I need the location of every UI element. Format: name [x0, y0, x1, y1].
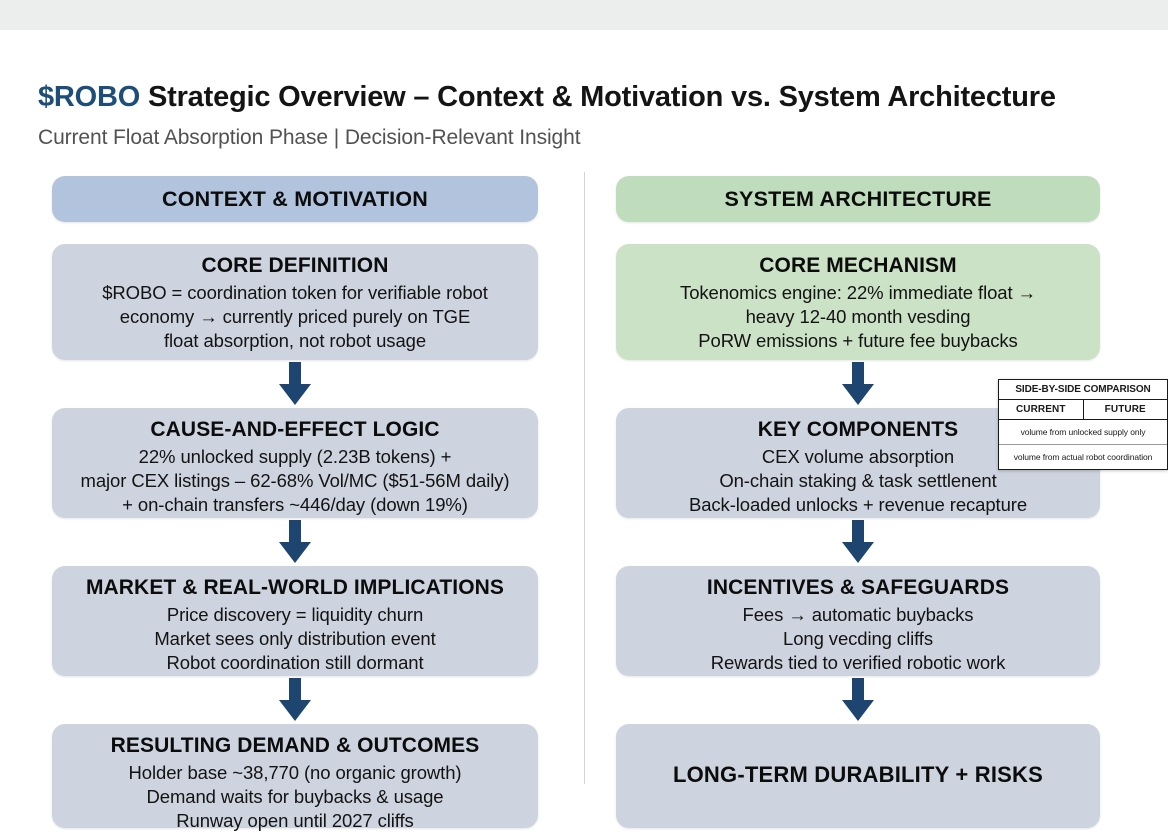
down-arrow-icon	[279, 520, 311, 563]
box-line: Holder base ~38,770 (no organic growth)	[128, 761, 462, 783]
box-line: 22% unlocked supply (2.23B tokens) +	[138, 445, 452, 467]
box-line: CEX volume absorption	[761, 445, 955, 467]
box-resulting-demand: RESULTING DEMAND & OUTCOMES Holder base …	[52, 724, 538, 831]
box-line: Fees → automatic buybacks	[742, 603, 974, 625]
box-line: $ROBO = coordination token for verifiabl…	[102, 281, 488, 303]
box-line: economy → currently priced purely on TGE	[119, 305, 471, 327]
box-title: CORE MECHANISM	[759, 254, 957, 277]
box-line: major CEX listings – 62-68% Vol/MC ($51-…	[80, 469, 510, 491]
comparison-table-header-row: CURRENT FUTURE	[999, 400, 1167, 420]
right-column: SYSTEM ARCHITECTURE CORE MECHANISM Token…	[616, 176, 1100, 828]
right-column-header: SYSTEM ARCHITECTURE	[616, 176, 1100, 222]
box-line: On-chain staking & task settlenent	[719, 469, 997, 491]
arrow-connector	[616, 676, 1100, 724]
column-divider	[584, 172, 585, 784]
side-by-side-comparison-table: SIDE-BY-SIDE COMPARISON CURRENT FUTURE v…	[998, 379, 1168, 470]
box-title: LONG-TERM DURABILITY + RISKS	[672, 762, 1044, 787]
arrow-connector	[52, 518, 538, 566]
down-arrow-icon	[842, 362, 874, 405]
box-title: KEY COMPONENTS	[757, 418, 959, 441]
box-line: Long vecding cliffs	[783, 627, 933, 649]
box-line: float absorption, not robot usage	[163, 329, 427, 351]
box-line: Runway open until 2027 cliffs	[176, 809, 414, 831]
box-lines: Tokenomics engine: 22% immediate float →…	[626, 281, 1090, 353]
spacer	[616, 222, 1100, 244]
down-arrow-icon	[842, 678, 874, 721]
box-line: + on-chain transfers ~446/day (down 19%)	[122, 493, 468, 515]
box-line: Back-loaded unlocks + revenue recapture	[688, 493, 1028, 515]
box-line: Price discovery = liquidity churn	[166, 603, 424, 625]
box-title: CAUSE-AND-EFFECT LOGIC	[150, 418, 440, 441]
spacer	[52, 222, 538, 244]
box-lines: CEX volume absorption On-chain staking &…	[626, 445, 1090, 517]
arrow-connector	[52, 676, 538, 724]
box-long-term-durability: LONG-TERM DURABILITY + RISKS	[616, 724, 1100, 828]
brand-token-label: $ROBO	[38, 81, 141, 113]
down-arrow-icon	[279, 362, 311, 405]
box-line: Market sees only distribution event	[154, 627, 436, 649]
box-lines: Price discovery = liquidity churn Market…	[62, 603, 528, 675]
box-line: Demand waits for buybacks & usage	[146, 785, 444, 807]
title-block: $ROBO Strategic Overview – Context & Mot…	[38, 80, 1148, 150]
comparison-row: volume from actual robot coordination	[1013, 452, 1153, 462]
box-incentives-safeguards: INCENTIVES & SAFEGUARDS Fees → automatic…	[616, 566, 1100, 676]
page-title-rest: Strategic Overview – Context & Motivatio…	[140, 81, 1056, 113]
down-arrow-icon	[842, 520, 874, 563]
arrow-connector	[616, 360, 1100, 408]
arrow-connector	[616, 518, 1100, 566]
comparison-column-future: FUTURE	[1104, 404, 1146, 415]
down-arrow-icon	[279, 678, 311, 721]
box-core-mechanism: CORE MECHANISM Tokenomics engine: 22% im…	[616, 244, 1100, 360]
box-line: PoRW emissions + future fee buybacks	[698, 329, 1018, 351]
comparison-column-current: CURRENT	[999, 400, 1084, 419]
box-lines: 22% unlocked supply (2.23B tokens) + maj…	[62, 445, 528, 517]
left-column: CONTEXT & MOTIVATION CORE DEFINITION $RO…	[52, 176, 538, 831]
box-title: MARKET & REAL-WORLD IMPLICATIONS	[85, 576, 505, 599]
box-lines: $ROBO = coordination token for verifiabl…	[62, 281, 528, 353]
box-lines: Fees → automatic buybacks Long vecding c…	[626, 603, 1090, 675]
box-title: INCENTIVES & SAFEGUARDS	[706, 576, 1010, 599]
box-line: Rewards tied to verified robotic work	[710, 651, 1006, 673]
top-gray-band	[0, 0, 1168, 30]
box-core-definition: CORE DEFINITION $ROBO = coordination tok…	[52, 244, 538, 360]
left-column-header: CONTEXT & MOTIVATION	[52, 176, 538, 222]
box-line: Tokenomics engine: 22% immediate float →	[680, 281, 1036, 303]
box-line: Robot coordination still dormant	[166, 651, 424, 673]
comparison-table-title: SIDE-BY-SIDE COMPARISON	[999, 380, 1167, 400]
page-subtitle: Current Float Absorption Phase | Decisio…	[38, 126, 581, 150]
comparison-row: volume from unlocked supply only	[999, 420, 1167, 445]
box-lines: Holder base ~38,770 (no organic growth) …	[62, 761, 528, 833]
arrow-connector	[52, 360, 538, 408]
box-line: heavy 12-40 month vesding	[745, 305, 971, 327]
box-title: CORE DEFINITION	[201, 254, 389, 277]
box-market-implications: MARKET & REAL-WORLD IMPLICATIONS Price d…	[52, 566, 538, 676]
box-title: RESULTING DEMAND & OUTCOMES	[110, 734, 480, 757]
page-title: $ROBO Strategic Overview – Context & Mot…	[38, 80, 1148, 114]
box-cause-and-effect: CAUSE-AND-EFFECT LOGIC 22% unlocked supp…	[52, 408, 538, 518]
